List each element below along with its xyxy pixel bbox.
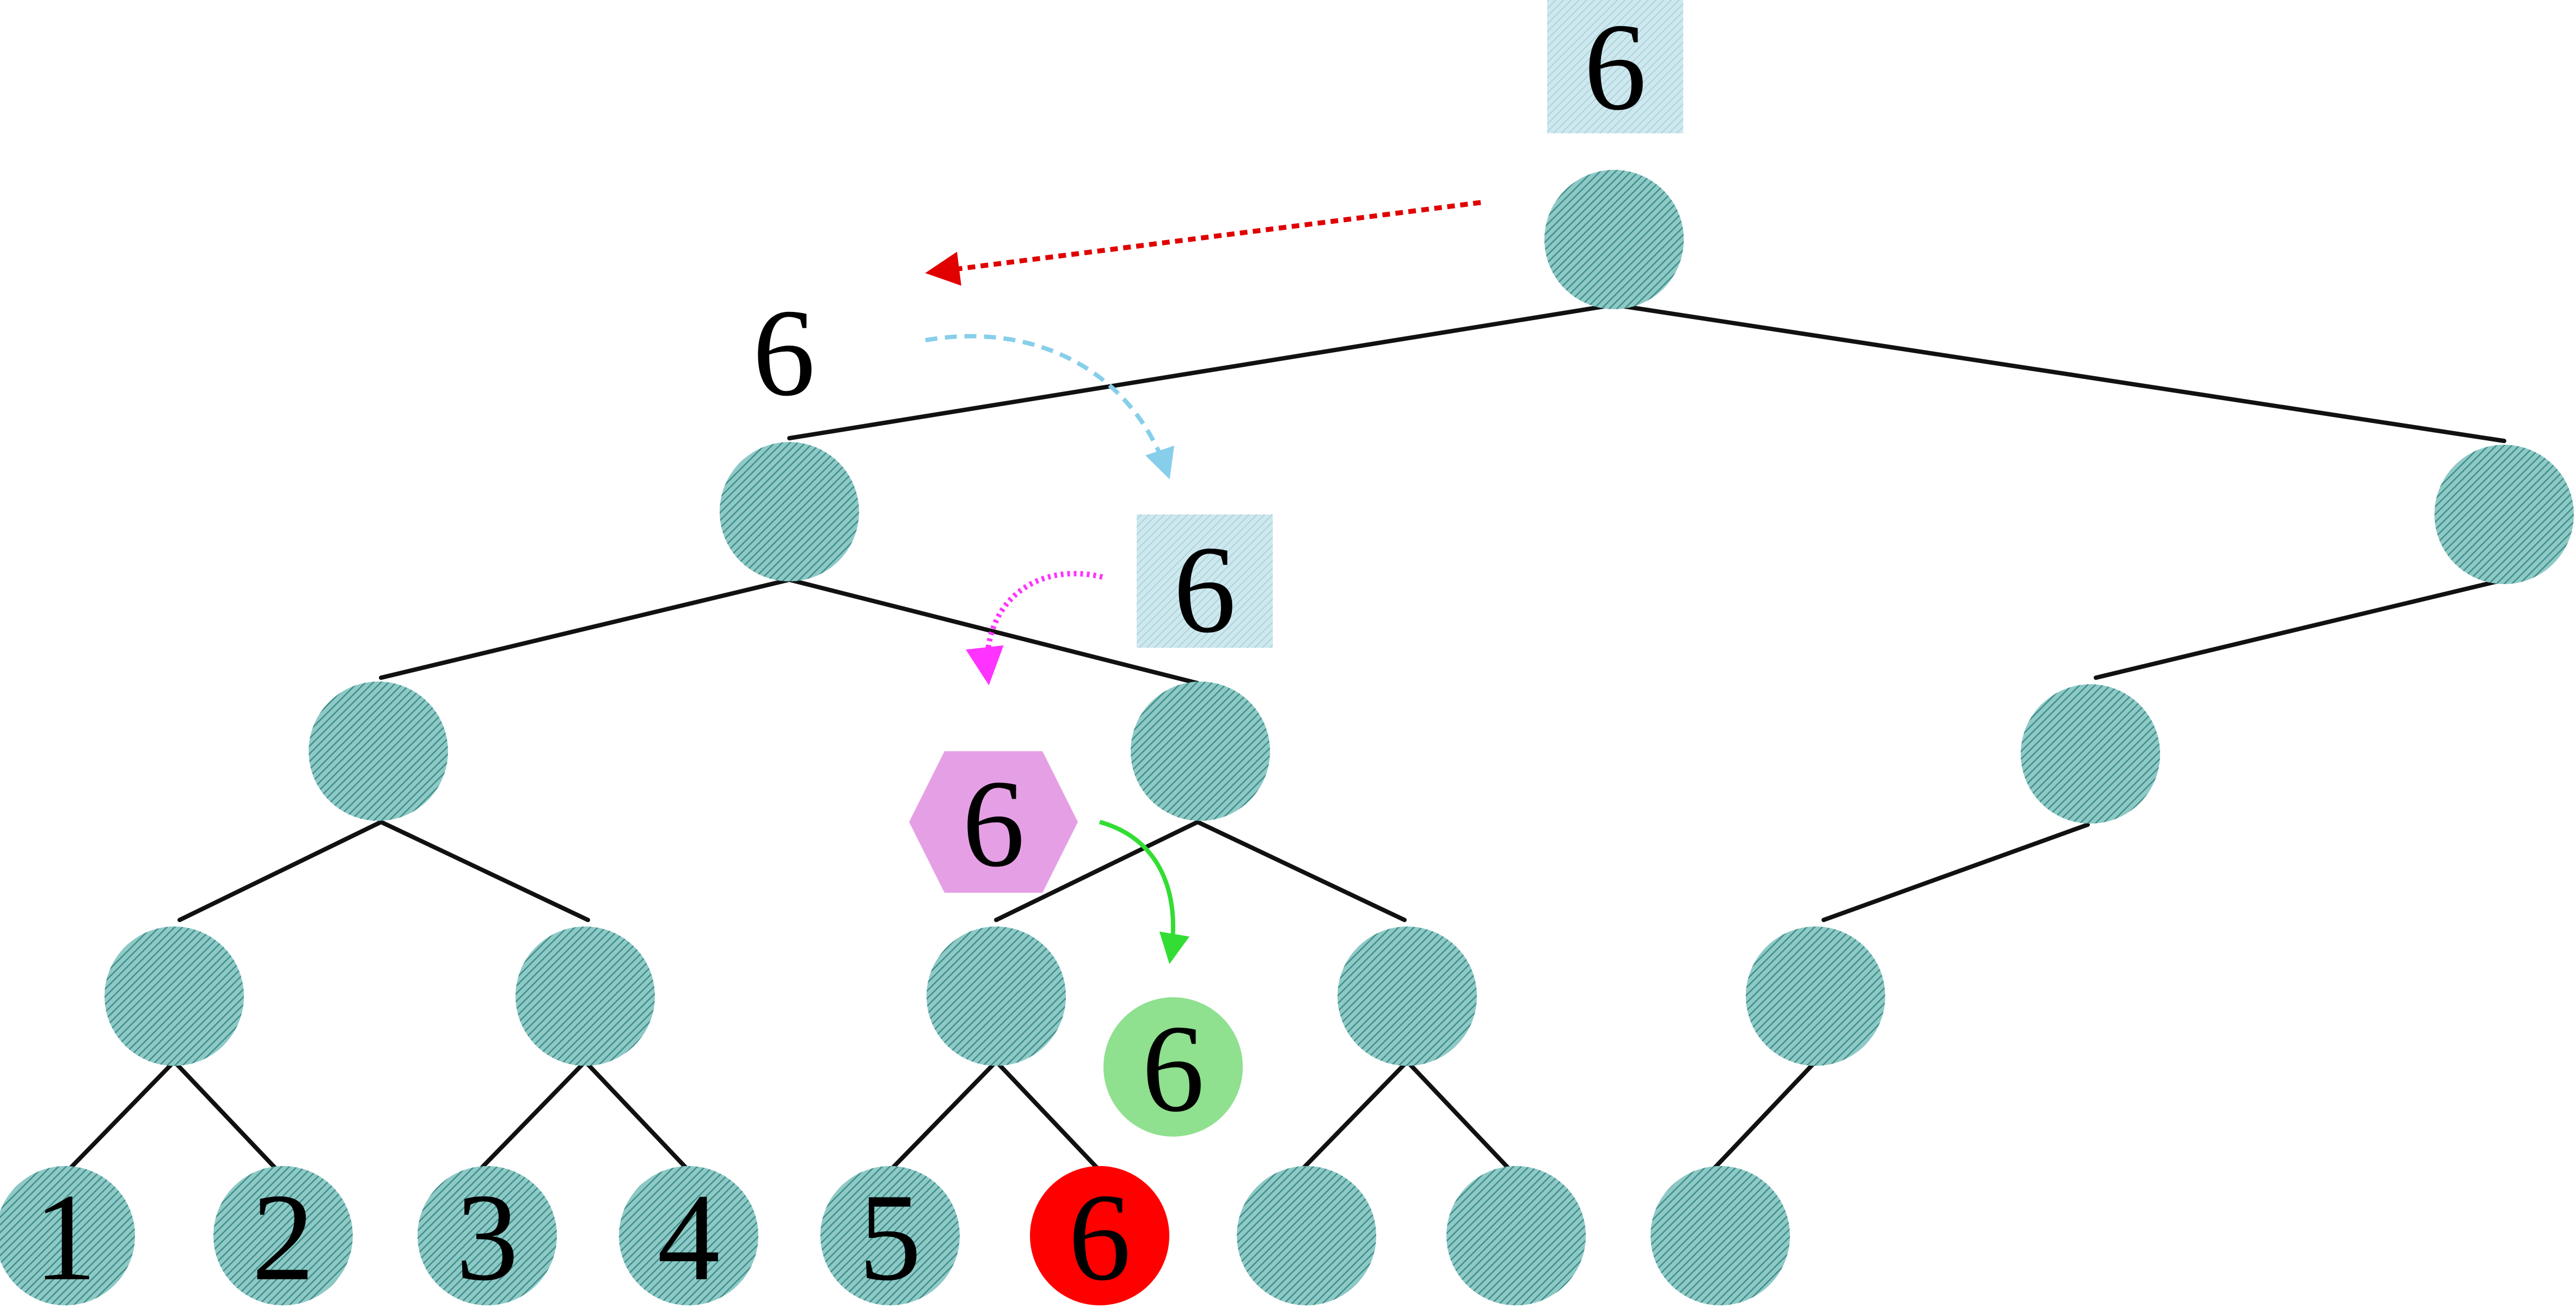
green-circle-query-label: 6 (1142, 999, 1205, 1138)
hexagon-query-label: 6 (962, 754, 1025, 893)
tree-node-root (1544, 170, 1684, 309)
hexagon-query: 6 (909, 751, 1078, 893)
magenta-dotted-arrow (966, 570, 1103, 685)
leaf-label: 1 (34, 1168, 97, 1306)
edge-b2-leaf8 (1405, 1059, 1510, 1170)
leaf-node: 2 (213, 1166, 353, 1306)
root-label-box (1547, 0, 1683, 133)
red-dotted-arrow (925, 200, 1481, 286)
hexagon-shape (909, 751, 1078, 893)
leaf-circle (619, 1166, 758, 1305)
leaf-circle (1446, 1166, 1586, 1305)
edge-b1-leaf6 (994, 1059, 1099, 1170)
leaf-node: 5 (820, 1166, 960, 1306)
leaf-label: 4 (658, 1168, 720, 1306)
leaf-circle (418, 1166, 557, 1305)
edge-a-a2 (379, 820, 590, 922)
edge-l1-ll (379, 578, 792, 680)
root-query-label: 6 (1584, 0, 1647, 136)
tree-node-l2-b (1131, 682, 1270, 821)
edge-a1-leaf2 (172, 1059, 277, 1170)
leaf-node: 1 (0, 1166, 135, 1306)
leaf-node: 3 (418, 1166, 557, 1306)
tree-node-l2-c (2021, 684, 2160, 824)
blue-dashed-arrow (925, 334, 1174, 480)
leaf-circle (213, 1166, 353, 1305)
edge-c-c1 (1821, 823, 2090, 922)
tree-edges (69, 303, 2506, 1170)
edge-b-b1 (994, 820, 1200, 922)
level2-label-box (1137, 514, 1273, 648)
tree-node-l2-a (309, 682, 448, 821)
leaf-label: 6 (1069, 1168, 1131, 1306)
leaf-circle (1237, 1166, 1376, 1305)
leaf-node (1651, 1166, 1790, 1305)
edge-a-a1 (177, 820, 383, 922)
edge-a2-leaf4 (583, 1059, 688, 1170)
root-query-box: 6 (1547, 0, 1683, 136)
leaf-label: 3 (456, 1168, 519, 1306)
leaf-label: 2 (252, 1168, 315, 1306)
target-leaf-circle (1030, 1166, 1169, 1305)
tree-node-l3-a2 (516, 926, 655, 1066)
green-circle-query: 6 (1103, 997, 1243, 1138)
tree-node-l1-left (720, 442, 859, 581)
tree-node-l3-a1 (105, 926, 244, 1066)
edge-a2-leaf3 (480, 1059, 587, 1170)
internal-nodes (105, 170, 2574, 1066)
edge-b-b2 (1195, 820, 1407, 922)
leaf-node: 4 (619, 1166, 758, 1306)
tree-node-l3-c1 (1746, 926, 1885, 1066)
tree-node-l3-b2 (1338, 926, 1477, 1066)
edge-root-left (787, 303, 1616, 440)
level2-query-box: 6 (1137, 514, 1273, 659)
edge-b1-leaf5 (891, 1059, 998, 1170)
leaf-node (1237, 1166, 1376, 1305)
leaf-circle (0, 1166, 135, 1305)
edge-r1-r2 (2094, 578, 2506, 680)
leaf-node-target: 6 (1030, 1166, 1169, 1306)
tree-node-l1-right (2434, 445, 2574, 584)
level2-query-label: 6 (1174, 520, 1236, 659)
edge-l1-lr (787, 578, 1200, 685)
tree-node-l3-b1 (927, 926, 1066, 1066)
leaf-nodes: 1 2 3 4 5 6 (0, 1166, 1790, 1306)
green-solid-arrow (1099, 820, 1189, 965)
leaf-circle (1651, 1166, 1790, 1305)
edge-b2-leaf7 (1302, 1059, 1409, 1170)
leaf-label: 5 (859, 1168, 922, 1306)
edge-a1-leaf1 (69, 1059, 176, 1170)
edge-root-right (1612, 303, 2506, 443)
arrows (925, 200, 1481, 965)
query-path: 6 6 6 6 6 (753, 0, 1683, 1138)
edge-c1-leaf9 (1713, 1059, 1818, 1170)
level1-query-label: 6 (753, 283, 815, 422)
leaf-node (1446, 1166, 1586, 1305)
green-circle (1103, 997, 1243, 1137)
leaf-circle (820, 1166, 960, 1305)
